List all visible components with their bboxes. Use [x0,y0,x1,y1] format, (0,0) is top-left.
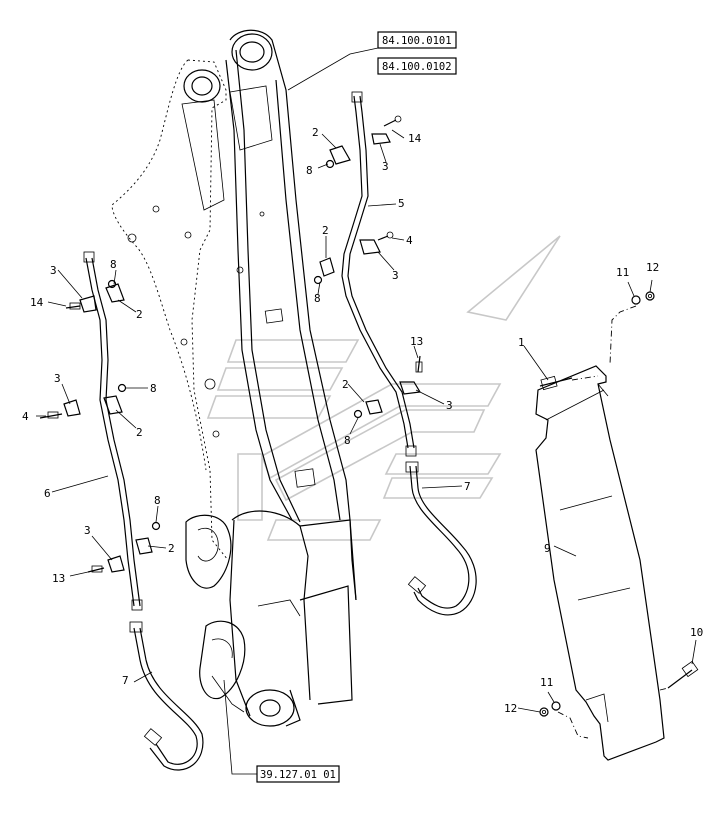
callout-label: 8 [150,382,157,395]
callout-label: 1 [518,336,525,349]
callout-label: 3 [84,524,91,537]
callout-label: 14 [408,132,422,145]
reference-label: 84.100.0101 [382,35,452,47]
callout-label: 11 [616,266,629,279]
leader-lines [36,47,697,775]
callout-label: 8 [314,292,321,305]
callout-label: 7 [122,674,129,687]
hose-7-left [129,621,204,771]
callout-label: 2 [342,378,349,391]
reference-label: 39.127.01 01 [260,769,336,781]
callout-label: 8 [306,164,313,177]
boom-arm [111,29,357,727]
callout-label: 2 [312,126,319,139]
callout-label: 4 [406,234,413,247]
callout-label: 12 [504,702,517,715]
callout-label: 13 [410,335,423,348]
callout-label: 5 [398,197,405,210]
callout-label: 3 [392,269,399,282]
reference-box-bottom: 39.127.01 01 [256,765,340,783]
hydraulic-pipe-6 [83,251,143,611]
callout-label: 8 [344,434,351,447]
callout-label: 2 [168,542,175,555]
plate-hardware [539,291,699,739]
callout-label: 14 [30,296,44,309]
callout-numbers: 2 14 3 8 5 2 4 3 8 13 2 3 8 7 3 8 14 2 3… [22,126,703,715]
callout-label: 3 [382,160,389,173]
reference-label: 84.100.0102 [382,61,452,73]
hydraulic-pipe-5 [341,91,417,457]
hose-7-right [405,461,477,616]
callout-label: 12 [646,261,659,274]
callout-label: 8 [154,494,161,507]
callout-label: 2 [136,308,143,321]
side-plate-9 [535,365,665,761]
callout-label: 7 [464,480,471,493]
callout-label: 4 [22,410,29,423]
callout-label: 10 [690,626,703,639]
watermark-logo [206,235,561,541]
callout-label: 2 [322,224,329,237]
callout-label: 2 [136,426,143,439]
callout-label: 3 [50,264,57,277]
callout-label: 9 [544,542,551,555]
callout-label: 3 [54,372,61,385]
reference-box-top: 84.100.0101 84.100.0102 [377,31,457,75]
clamps-and-bolts [39,115,423,573]
callout-label: 13 [52,572,65,585]
callout-label: 3 [446,399,453,412]
callout-label: 8 [110,258,117,271]
callout-label: 6 [44,487,51,500]
callout-label: 11 [540,676,553,689]
